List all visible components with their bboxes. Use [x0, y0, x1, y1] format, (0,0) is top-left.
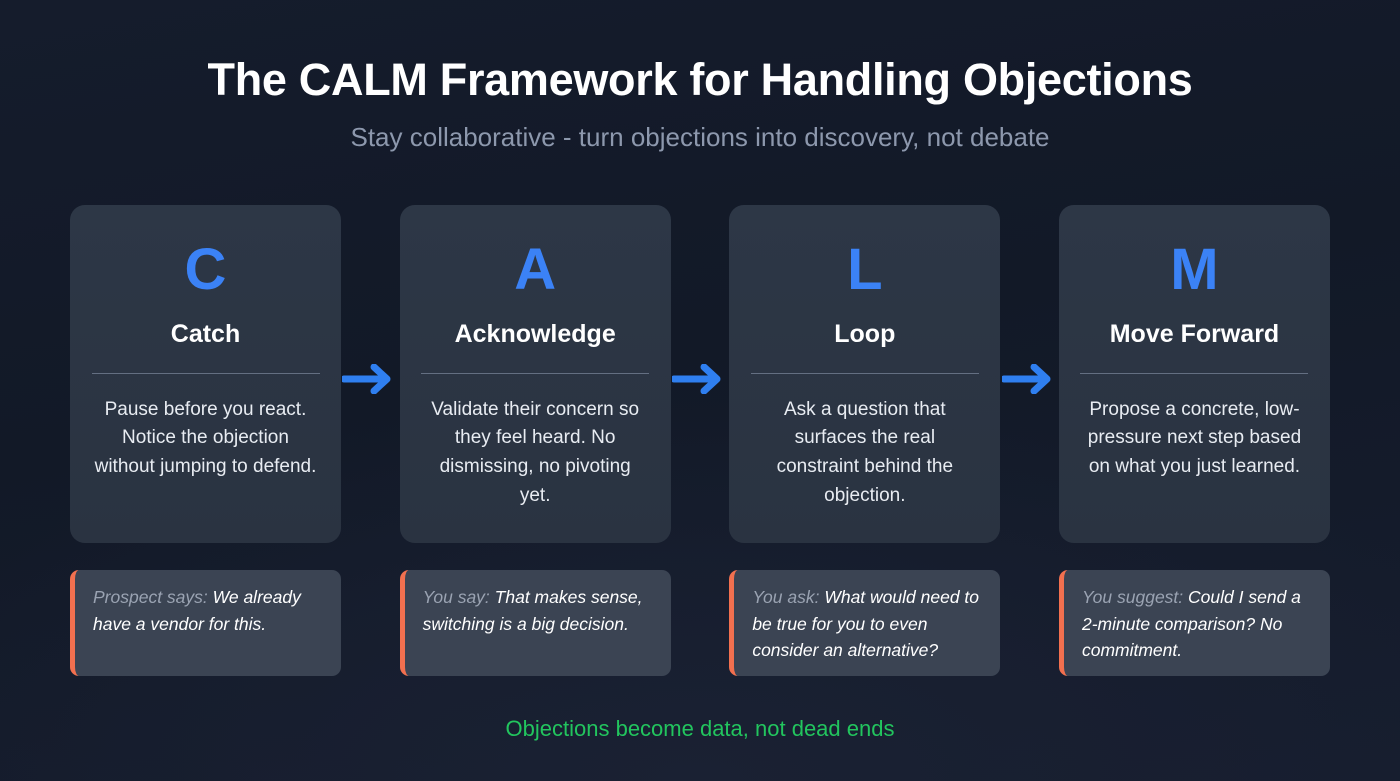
card-divider [750, 372, 979, 374]
quote-card-move-forward: You suggest: Could I send a 2-minute com… [1058, 570, 1330, 676]
quote-spacer-3 [1001, 570, 1059, 676]
step-description: Ask a question that surfaces the real co… [776, 398, 954, 507]
step-card-move-forward: M Move Forward Propose a concrete, low-p… [1058, 205, 1330, 543]
step-description: Propose a concrete, low-pressure next st… [1087, 398, 1302, 478]
step-title: Move Forward [1109, 320, 1280, 348]
footer: Objections become data, not dead ends [0, 716, 1400, 742]
quote-text: You say: That makes sense, switching is … [423, 584, 655, 637]
step-title: Catch [170, 320, 241, 348]
quote-text: Prospect says: We already have a vendor … [93, 584, 325, 637]
card-divider [1080, 372, 1309, 374]
arrow-right-icon-2 [671, 205, 729, 543]
card-divider [91, 372, 320, 374]
arrow-right-icon-1 [341, 205, 399, 543]
step-letter: L [847, 237, 883, 302]
quotes-row: Prospect says: We already have a vendor … [70, 570, 1330, 676]
quote-card-loop: You ask: What would need to be true for … [729, 570, 1001, 676]
step-letter: A [514, 237, 557, 302]
quote-speaker-label: You say: [422, 587, 490, 607]
steps-row: C Catch Pause before you react. Notice t… [70, 205, 1330, 545]
quote-body: What would need to be true for you to ev… [752, 587, 980, 661]
step-card-catch: C Catch Pause before you react. Notice t… [70, 205, 341, 543]
quote-card-acknowledge: You say: That makes sense, switching is … [399, 570, 671, 676]
quote-speaker-label: You ask: [752, 587, 820, 607]
step-card-loop: L Loop Ask a question that surfaces the … [729, 205, 1001, 543]
step-title: Acknowledge [454, 320, 616, 348]
quote-spacer-1 [341, 570, 399, 676]
step-card-acknowledge: A Acknowledge Validate their concern so … [399, 205, 671, 543]
card-divider [421, 372, 650, 374]
page-subtitle: Stay collaborative - turn objections int… [350, 121, 1050, 152]
quote-body: That makes sense, switching is a big dec… [422, 587, 643, 634]
page-title: The CALM Framework for Handling Objectio… [207, 54, 1193, 105]
quote-text: You suggest: Could I send a 2-minute com… [1082, 584, 1314, 664]
quote-spacer-2 [671, 570, 729, 676]
step-description: Pause before you react. Notice the objec… [94, 398, 317, 478]
arrow-right-icon-3 [1001, 205, 1059, 543]
step-description: Validate their concern so they feel hear… [431, 398, 640, 507]
header: The CALM Framework for Handling Objectio… [0, 54, 1400, 153]
step-letter: M [1170, 237, 1219, 302]
quote-card-catch: Prospect says: We already have a vendor … [70, 570, 341, 676]
footer-tagline: Objections become data, not dead ends [505, 716, 895, 741]
quote-speaker-label: You suggest: [1081, 587, 1184, 607]
quote-body: Could I send a 2-minute comparison? No c… [1081, 587, 1301, 661]
quote-text: You ask: What would need to be true for … [752, 584, 984, 664]
step-letter: C [184, 237, 227, 302]
quote-body: We already have a vendor for this. [93, 587, 301, 634]
quote-speaker-label: Prospect says: [93, 587, 208, 607]
step-title: Loop [834, 320, 896, 348]
